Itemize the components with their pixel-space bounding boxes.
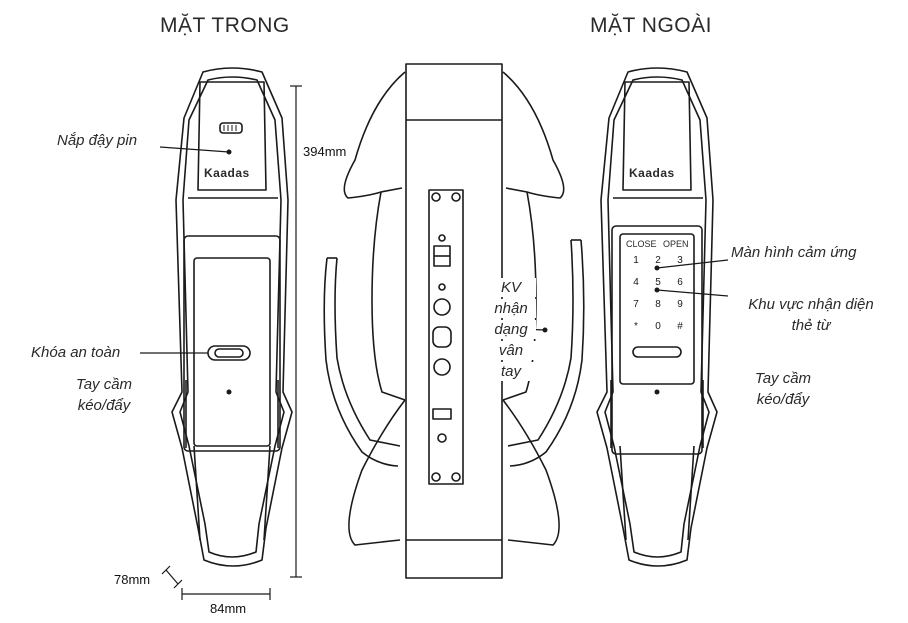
label-outer-handle-2: kéo/đẩy (756, 391, 810, 408)
label-fingerprint-1: KV (486, 278, 536, 297)
label-battery-cover: Nắp đậy pin (57, 132, 138, 149)
label-fingerprint-5: tay (486, 362, 536, 381)
label-card-area-1: Khu vực nhận diện (748, 296, 874, 313)
label-fingerprint-3: dạng (486, 320, 536, 339)
label-fingerprint-4: vân (486, 341, 536, 360)
label-touchscreen: Màn hình cảm ứng (731, 244, 857, 261)
brand-logo-inner: Kaadas (204, 166, 250, 180)
keypad-key[interactable]: 7 (633, 299, 639, 310)
keypad-close-label: CLOSE (626, 239, 657, 249)
keypad-open-label: OPEN (663, 239, 689, 249)
dimension-depth: 78mm (114, 572, 151, 587)
keypad-key[interactable]: 8 (655, 299, 661, 310)
label-inner-handle-1: Tay cầm (75, 376, 133, 393)
inner-side-body (171, 67, 293, 567)
heading-inner: MẶT TRONG (160, 14, 290, 37)
outer-side-body (596, 67, 718, 567)
keypad-key[interactable]: 0 (655, 321, 661, 332)
touchscreen-panel (619, 233, 695, 385)
label-inner-handle-2: kéo/đẩy (77, 397, 131, 414)
label-fingerprint-2: nhận (486, 299, 536, 318)
dimension-width: 84mm (210, 601, 247, 616)
battery-cover-icon (219, 122, 243, 134)
dimension-height: 394mm (303, 144, 347, 159)
card-reader-icon (632, 346, 682, 358)
cylinder-lower-icon (433, 358, 451, 376)
side-view-body (323, 63, 585, 579)
heading-outer: MẶT NGOÀI (590, 14, 712, 37)
keypad-key[interactable]: # (677, 321, 683, 332)
leader-lines (140, 146, 729, 354)
dimension-lines (161, 85, 302, 600)
keypad-key[interactable]: 9 (677, 299, 683, 310)
keypad-key[interactable]: 6 (677, 277, 683, 288)
keypad-key[interactable]: 2 (655, 255, 661, 266)
keypad-key[interactable]: 1 (633, 255, 639, 266)
label-card-area-2: thẻ từ (791, 317, 831, 334)
keypad-key[interactable]: 3 (677, 255, 683, 266)
label-outer-handle-1: Tay cầm (754, 370, 812, 387)
keypad-key[interactable]: * (634, 321, 638, 332)
cylinder-upper-icon (433, 298, 451, 316)
keypad-key[interactable]: 4 (633, 277, 639, 288)
keypad-key[interactable]: 5 (655, 277, 661, 288)
label-safety-lock: Khóa an toàn (31, 344, 121, 361)
brand-logo-outer: Kaadas (629, 166, 675, 180)
